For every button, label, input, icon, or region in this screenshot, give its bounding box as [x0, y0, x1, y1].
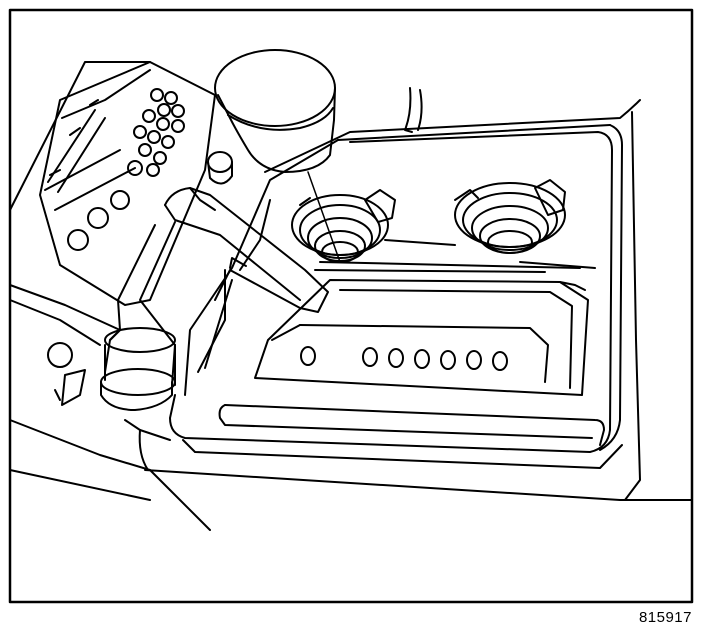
gear-position-indicator — [254, 261, 589, 396]
transmission-shift-lever — [100, 187, 329, 411]
cup-holder-left — [291, 189, 396, 263]
shift-knob-cover — [214, 49, 341, 263]
switch-cluster — [127, 88, 185, 177]
dash-knob — [207, 151, 233, 185]
figure-frame — [8, 8, 694, 604]
center-console — [124, 87, 693, 501]
cup-holders — [291, 179, 596, 269]
cup-holder-right — [454, 179, 566, 254]
instrument-panel — [9, 61, 216, 531]
figure-number: 815917 — [638, 609, 692, 626]
